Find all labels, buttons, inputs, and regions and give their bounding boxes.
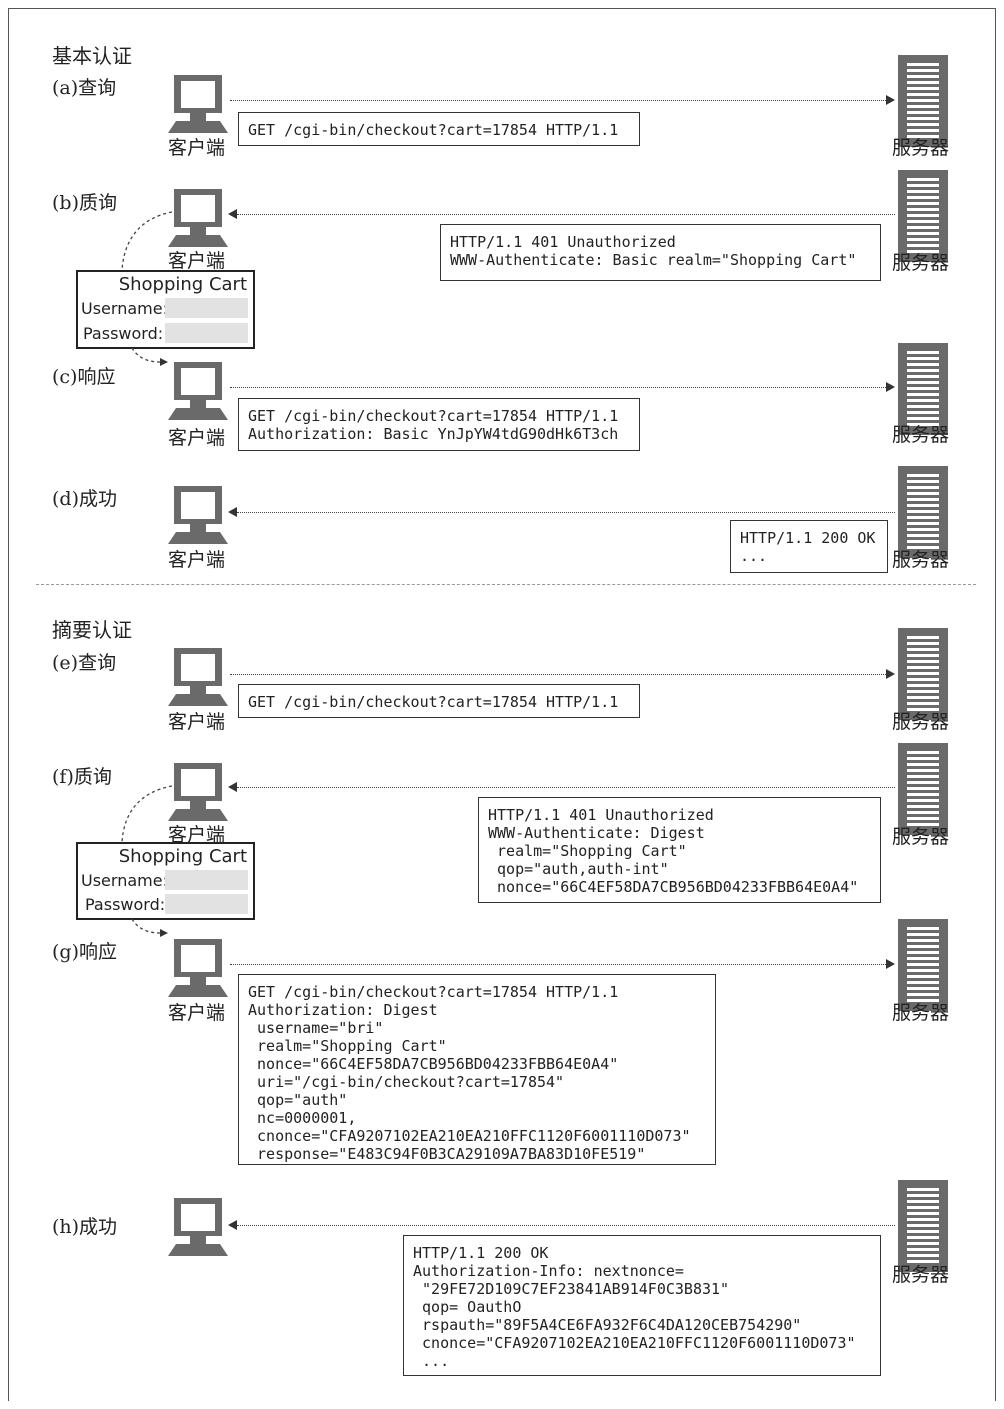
server-label: 服务器 (892, 1002, 950, 1024)
step-label-b: (b)质询 (52, 192, 117, 214)
section-title-basic: 基本认证 (52, 44, 132, 68)
message-box-b: HTTP/1.1 401 Unauthorized WWW-Authentica… (440, 224, 881, 281)
server-label: 服务器 (892, 711, 950, 733)
client-label: 客户端 (168, 250, 226, 272)
success-arrow (237, 512, 895, 513)
server-label: 服务器 (892, 826, 950, 848)
step-label-d: (d)成功 (52, 488, 117, 510)
arrowhead-left (228, 1220, 237, 1230)
username-field[interactable] (165, 298, 248, 318)
request-arrow (230, 674, 886, 675)
login-dialog-digest: Shopping Cart Username: Password: (76, 842, 255, 920)
step-label-c: (c)响应 (52, 366, 116, 388)
server-label: 服务器 (892, 1264, 950, 1286)
username-field[interactable] (165, 870, 248, 890)
computer-icon (168, 486, 228, 544)
message-box-d: HTTP/1.1 200 OK ... (730, 520, 888, 573)
client-label: 客户端 (168, 427, 226, 449)
success-arrow (237, 1225, 895, 1226)
figure-frame (8, 8, 996, 1401)
step-label-f: (f)质询 (52, 766, 112, 788)
dialog-connector-top (121, 211, 173, 271)
request-arrow (230, 100, 886, 101)
server-label: 服务器 (892, 137, 950, 159)
arrowhead-right (886, 669, 895, 679)
message-box-e: GET /cgi-bin/checkout?cart=17854 HTTP/1.… (238, 684, 640, 718)
computer-icon (168, 648, 228, 706)
server-label: 服务器 (892, 424, 950, 446)
step-label-e: (e)查询 (52, 652, 117, 674)
username-label: Username: (81, 871, 168, 890)
client-label: 客户端 (168, 711, 226, 733)
arrowhead-right (886, 95, 895, 105)
password-label: Password: (83, 324, 164, 343)
dialog-connector-bottom (131, 347, 168, 366)
computer-icon (168, 75, 228, 133)
server-label: 服务器 (892, 252, 950, 274)
username-label: Username: (81, 299, 168, 318)
arrowhead-right (886, 959, 895, 969)
client-label: 客户端 (168, 1002, 226, 1024)
message-box-g: GET /cgi-bin/checkout?cart=17854 HTTP/1.… (238, 974, 716, 1165)
message-box-c: GET /cgi-bin/checkout?cart=17854 HTTP/1.… (238, 398, 640, 451)
password-field[interactable] (165, 323, 248, 343)
server-icon (898, 1180, 948, 1272)
step-label-g: (g)响应 (52, 941, 117, 963)
login-dialog-basic: Shopping Cart Username: Password: (76, 270, 255, 349)
section-divider (36, 584, 976, 585)
dialog-title: Shopping Cart (118, 274, 247, 295)
dialog-title: Shopping Cart (118, 846, 247, 867)
arrowhead-right (886, 382, 895, 392)
computer-icon (168, 939, 228, 997)
client-label: 客户端 (168, 137, 226, 159)
password-label: Password: (85, 895, 166, 914)
password-field[interactable] (165, 894, 248, 914)
dialog-connector-top (121, 785, 173, 843)
section-title-digest: 摘要认证 (52, 618, 132, 642)
server-label: 服务器 (892, 549, 950, 571)
client-label: 客户端 (168, 824, 226, 846)
message-box-h: HTTP/1.1 200 OK Authorization-Info: next… (403, 1235, 881, 1376)
arrowhead-left (228, 209, 237, 219)
challenge-arrow (237, 787, 895, 788)
message-box-a: GET /cgi-bin/checkout?cart=17854 HTTP/1.… (238, 112, 640, 146)
step-label-a: (a)查询 (52, 77, 117, 99)
arrowhead-left (228, 507, 237, 517)
step-label-h: (h)成功 (52, 1216, 118, 1238)
response-arrow (230, 387, 886, 388)
client-label: 客户端 (168, 549, 226, 571)
dialog-connector-bottom (131, 918, 168, 937)
computer-icon (168, 362, 228, 420)
computer-icon (168, 1198, 228, 1256)
challenge-arrow (237, 214, 895, 215)
message-box-f: HTTP/1.1 401 Unauthorized WWW-Authentica… (478, 797, 881, 903)
arrowhead-left (228, 782, 237, 792)
response-arrow (230, 964, 886, 965)
